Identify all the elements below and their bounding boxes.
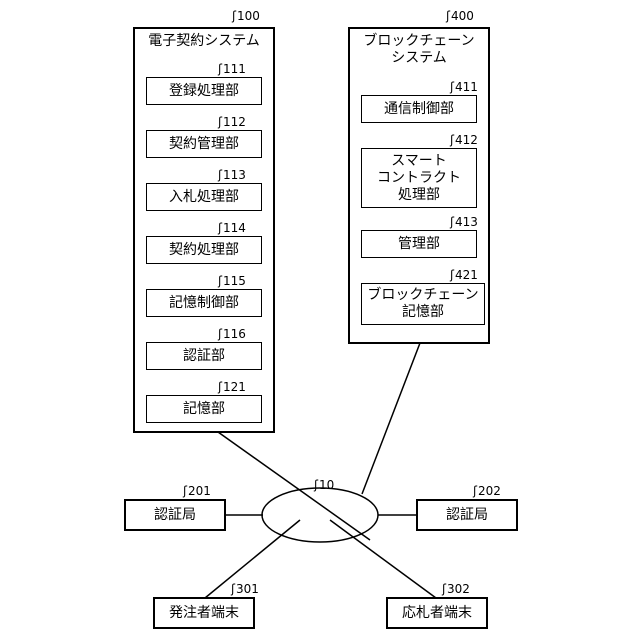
ref-tilde: ʃ (218, 380, 222, 394)
ref-tilde: ʃ (218, 168, 222, 182)
ref-number: 413 (455, 215, 478, 229)
module-ref: ʃ115 (218, 274, 246, 288)
ref-number: 112 (223, 115, 246, 129)
ref-tilde: ʃ (450, 215, 454, 229)
ref-tilde: ʃ (314, 478, 318, 492)
module-ref: ʃ111 (218, 62, 246, 76)
contract-system-title: 電子契約システム (135, 33, 273, 50)
bidder-ref: ʃ302 (442, 582, 470, 596)
bidder-terminal: 応札者端末 (386, 597, 488, 629)
ref-tilde: ʃ (231, 582, 235, 596)
ref-number: 100 (237, 9, 260, 23)
ref-tilde: ʃ (232, 9, 236, 23)
module-ref: ʃ413 (450, 215, 478, 229)
ref-tilde: ʃ (218, 274, 222, 288)
auth-left-ref: ʃ201 (183, 484, 211, 498)
ref-number: 400 (451, 9, 474, 23)
module-smart-contract: スマート コントラクト 処理部 (361, 148, 477, 208)
ref-number: 421 (455, 268, 478, 282)
ref-tilde: ʃ (218, 62, 222, 76)
orderer-ref: ʃ301 (231, 582, 259, 596)
module-ref: ʃ114 (218, 221, 246, 235)
ref-number: 113 (223, 168, 246, 182)
module-ref: ʃ412 (450, 133, 478, 147)
ref-tilde: ʃ (473, 484, 477, 498)
certificate-authority-left: 認証局 (124, 499, 226, 531)
ref-number: 411 (455, 80, 478, 94)
ref-tilde: ʃ (218, 221, 222, 235)
ref-tilde: ʃ (446, 9, 450, 23)
link-blockchain-system (362, 343, 420, 494)
network-ellipse (262, 488, 378, 542)
ref-tilde: ʃ (218, 327, 222, 341)
ref-tilde: ʃ (218, 115, 222, 129)
ref-tilde: ʃ (442, 582, 446, 596)
module-management: 管理部 (361, 230, 477, 258)
link-bidder (330, 520, 436, 598)
ref-number: 121 (223, 380, 246, 394)
module-storage: 記憶部 (146, 395, 262, 423)
orderer-terminal: 発注者端末 (153, 597, 255, 629)
ref-number: 116 (223, 327, 246, 341)
auth-right-ref: ʃ202 (473, 484, 501, 498)
network-ref: ʃ10 (314, 478, 334, 492)
module-blockchain-storage: ブロックチェーン 記憶部 (361, 283, 485, 325)
module-ref: ʃ116 (218, 327, 246, 341)
ref-tilde: ʃ (183, 484, 187, 498)
module-ref: ʃ421 (450, 268, 478, 282)
module-storage-control: 記憶制御部 (146, 289, 262, 317)
contract-system-ref: ʃ100 (232, 9, 260, 23)
blockchain-system-ref: ʃ400 (446, 9, 474, 23)
module-bid-processing: 入札処理部 (146, 183, 262, 211)
certificate-authority-right: 認証局 (416, 499, 518, 531)
ref-number: 10 (319, 478, 334, 492)
ref-number: 114 (223, 221, 246, 235)
module-ref: ʃ121 (218, 380, 246, 394)
ref-tilde: ʃ (450, 133, 454, 147)
module-contract-management: 契約管理部 (146, 130, 262, 158)
module-ref: ʃ112 (218, 115, 246, 129)
module-ref: ʃ411 (450, 80, 478, 94)
ref-number: 115 (223, 274, 246, 288)
blockchain-system-title: ブロックチェーン システム (350, 33, 488, 67)
module-ref: ʃ113 (218, 168, 246, 182)
module-communication-control: 通信制御部 (361, 95, 477, 123)
ref-number: 301 (236, 582, 259, 596)
ref-number: 302 (447, 582, 470, 596)
module-registration: 登録処理部 (146, 77, 262, 105)
ref-number: 201 (188, 484, 211, 498)
ref-number: 202 (478, 484, 501, 498)
ref-number: 412 (455, 133, 478, 147)
module-contract-processing: 契約処理部 (146, 236, 262, 264)
module-authentication: 認証部 (146, 342, 262, 370)
link-contract-system (218, 432, 370, 540)
ref-number: 111 (223, 62, 246, 76)
ref-tilde: ʃ (450, 80, 454, 94)
ref-tilde: ʃ (450, 268, 454, 282)
